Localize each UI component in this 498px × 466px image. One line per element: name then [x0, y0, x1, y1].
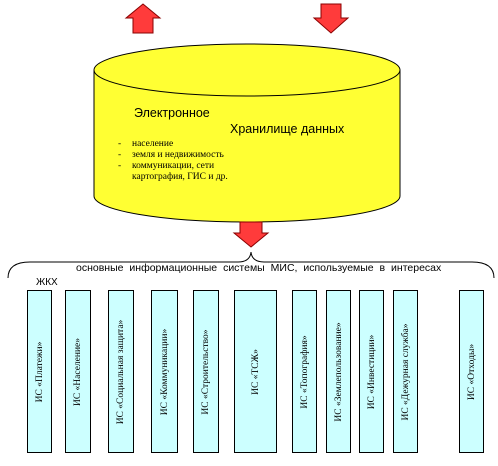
systems-caption-tail: ЖКХ: [36, 277, 58, 288]
system-label: ИС «Население»: [73, 337, 83, 406]
arrow-down-icon: [232, 221, 270, 248]
system-label: ИС «Инвестиции»: [366, 334, 377, 409]
system-box-construction: ИС «Строительство»: [193, 290, 219, 453]
curly-brace: [7, 251, 495, 279]
system-box-naselenie: ИС «Население»: [65, 290, 91, 453]
list-item: - коммуникации, сети: [118, 161, 228, 172]
system-label: ИС «Коммуникации»: [159, 328, 170, 415]
system-box-communications: ИС «Коммуникации»: [151, 290, 178, 453]
list-item: - население: [118, 139, 228, 150]
list-item: - земля и недвижимость: [118, 150, 228, 161]
cylinder-top: [93, 43, 401, 97]
list-item-text: картография, ГИС и др.: [132, 172, 228, 182]
system-label: ИС «Землепользование»: [333, 321, 344, 422]
arrow-up-icon: [124, 3, 162, 34]
system-label: ИС «Строительство»: [201, 328, 211, 415]
system-label: ИС «Топография»: [299, 334, 310, 409]
storage-title-line1: Электронное: [134, 106, 210, 120]
systems-caption: основные информационные системы МИС, исп…: [76, 262, 442, 274]
list-bullet: -: [118, 150, 122, 160]
list-bullet: [118, 172, 132, 183]
system-box-topography: ИС «Топография»: [292, 290, 317, 453]
system-box-investments: ИС «Инвестиции»: [359, 290, 384, 453]
list-bullet: -: [118, 161, 122, 171]
list-item-text: земля и недвижимость: [132, 150, 224, 160]
list-item: картография, ГИС и др.: [118, 172, 228, 183]
arrow-down-icon: [312, 3, 350, 34]
system-box-waste: ИС «Отходы»: [459, 290, 484, 453]
list-bullet: -: [118, 139, 122, 149]
system-label: ИС «Платежи»: [34, 341, 45, 402]
system-box-tszh: ИС «ТСЖ»: [234, 290, 277, 453]
system-label: ИС «Отходы»: [466, 343, 477, 400]
list-item-text: население: [132, 139, 174, 149]
system-box-duty-service: ИС «Дежурная служба»: [393, 290, 418, 453]
storage-contents-list: - население - земля и недвижимость - ком…: [118, 139, 228, 183]
storage-title-line2: Хранилище данных: [230, 122, 345, 136]
list-item-text: коммуникации, сети: [132, 161, 215, 171]
system-label: ИС «ТСЖ»: [250, 348, 261, 395]
system-label: ИС «Социальная защита»: [116, 319, 126, 424]
system-label: ИС «Дежурная служба»: [400, 322, 411, 421]
system-box-social: ИС «Социальная защита»: [108, 290, 134, 453]
system-box-platezhi: ИС «Платежи»: [27, 290, 52, 453]
system-box-land-use: ИС «Землепользование»: [326, 290, 351, 453]
